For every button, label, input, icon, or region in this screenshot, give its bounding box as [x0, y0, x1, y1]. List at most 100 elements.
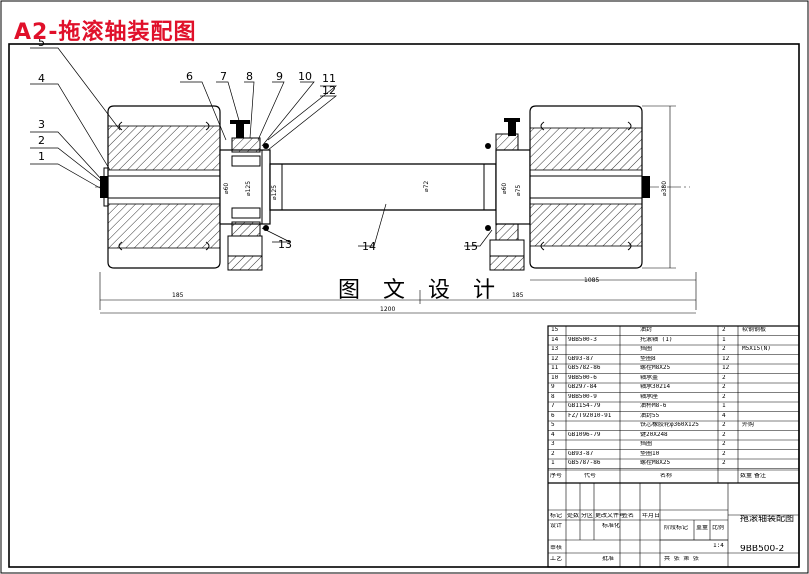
bom-code-cell: 9BB500-3: [568, 336, 597, 343]
bom-no-cell: 2: [551, 450, 555, 457]
right-bearing-housing: [485, 118, 531, 271]
tb-zone: 分区: [581, 513, 594, 519]
bom-no-cell: 5: [551, 422, 555, 428]
bom-name-cell: 键20X248: [640, 431, 668, 438]
bom-name-cell: 轴承盖: [640, 374, 659, 381]
tb-date: 年月日: [642, 513, 661, 519]
tb-change-doc: 更改文件号: [595, 513, 626, 519]
callout-3: 3: [38, 118, 45, 131]
callout-1: 1: [38, 150, 45, 163]
bom-qty-cell: 2: [722, 460, 726, 466]
design-caption: 图 文 设 计: [338, 278, 503, 303]
tb-scale: 1:4: [713, 543, 724, 549]
bom-no-cell: 12: [551, 355, 559, 362]
bom-qty-cell: 1: [722, 403, 726, 409]
dim-bore-left-b: ⌀125: [245, 181, 252, 196]
dim-right-height: ⌀380: [661, 181, 668, 196]
tb-drawing-name: 拖滚轴装配图: [740, 515, 795, 524]
bom-no-cell: 14: [551, 336, 559, 343]
callout-7: 7: [220, 70, 227, 83]
dim-overall-total: 1200: [380, 306, 395, 313]
callout-14: 14: [362, 240, 376, 253]
bom-name-cell: 轴承座: [640, 393, 659, 400]
bom-name-cell: 轴承30214: [640, 384, 671, 390]
tb-drawing-no: 9BB500-2: [740, 545, 785, 554]
bom-note-cell: 软钢钢板: [742, 327, 767, 333]
drawing-title: A2-拖滚轴装配图: [14, 20, 197, 45]
bom-header-note: 备注: [754, 473, 767, 479]
dim-shaft-d: ⌀72: [423, 181, 430, 192]
bom-code-cell: GB93-87: [568, 450, 594, 457]
bom-header-name: 名称: [660, 473, 673, 479]
bom-note-cell: M5X15(N): [742, 346, 771, 352]
tb-std: 标准化: [602, 523, 621, 529]
bom-name-cell: 油封55: [640, 412, 660, 419]
bom-name-cell: 托滚轴 (1): [640, 336, 673, 343]
callout-labels: 5 4 3 2 1 6 7 8 9 10 11 12 13 14 15: [38, 36, 478, 253]
callout-12: 12: [322, 84, 336, 97]
callout-11: 11: [322, 72, 336, 85]
bom-no-cell: 6: [551, 412, 555, 419]
callout-10: 10: [298, 70, 312, 83]
callout-15: 15: [464, 240, 478, 253]
tb-sign: 签名: [622, 513, 635, 519]
bom-name-cell: 挡圈: [640, 346, 653, 352]
bom-qty-cell: 2: [722, 374, 726, 381]
callout-5: 5: [38, 36, 45, 49]
bom-code-cell: FZ/T92010-91: [568, 412, 612, 419]
bom-name-cell: 螺栓M8X25: [640, 365, 671, 371]
bom-name-cell: 油封: [640, 327, 653, 333]
bom-code-cell: 9BB500-9: [568, 393, 597, 400]
bom-no-cell: 4: [551, 431, 555, 438]
bom-no-cell: 3: [551, 441, 555, 447]
bom-qty-cell: 12: [722, 355, 730, 362]
bom-code-cell: GB5787-86: [568, 460, 601, 466]
bom-no-cell: 10: [551, 374, 559, 381]
tb-count: 处数: [567, 513, 580, 519]
bom-no-cell: 7: [551, 403, 555, 409]
dimension-labels: ⌀72 ⌀60 ⌀125 ⌀125 ⌀60 ⌀75 ⌀380 1085 185 …: [172, 181, 668, 313]
tb-weight: 重量: [696, 525, 709, 531]
bom-qty-cell: 1: [722, 336, 726, 343]
bom-header-code: 代号: [584, 473, 597, 479]
bom-qty-cell: 2: [722, 393, 726, 400]
bom-no-cell: 15: [551, 327, 559, 333]
bom-code-cell: GB5782-86: [568, 365, 601, 371]
dim-bore-left-a: ⌀60: [223, 183, 230, 194]
callout-9: 9: [276, 70, 283, 83]
bom-code-cell: 9BB500-6: [568, 374, 597, 381]
tb-sheets: 共 张 第 张: [664, 556, 699, 562]
bom-qty-cell: 2: [722, 441, 726, 447]
dim-bore-right-a: ⌀60: [501, 183, 508, 194]
bom-name-cell: 垫圈10: [640, 450, 660, 457]
dimension-lines: [99, 105, 697, 314]
bom-no-cell: 11: [551, 365, 559, 371]
callout-4: 4: [38, 72, 45, 85]
callout-13: 13: [278, 238, 292, 251]
bom-code-cell: GB1154-79: [568, 403, 601, 409]
dim-overall-right: 185: [512, 292, 524, 299]
left-bearing-housing: [219, 120, 271, 271]
bom-header-no: 序号: [550, 473, 563, 479]
bom-name-cell: 挡圈: [640, 441, 653, 447]
bom-no-cell: 9: [551, 384, 555, 390]
bom-qty-cell: 2: [722, 450, 726, 457]
bom-name-cell: 螺栓M8X25: [640, 460, 671, 466]
shaft: [269, 163, 497, 211]
bom-code-cell: GB297-84: [568, 384, 597, 390]
bom-no-cell: 13: [551, 346, 559, 352]
bom-header-qty: 数量: [740, 473, 753, 479]
dim-right-seg: 1085: [584, 277, 599, 284]
tb-approve: 批准: [602, 556, 615, 562]
tb-review: 审核: [550, 545, 563, 551]
callout-8: 8: [246, 70, 253, 83]
bom-no-cell: 1: [551, 460, 555, 466]
bom-code-cell: GB1096-79: [568, 431, 601, 438]
bom-name-cell: 垫圈8: [640, 355, 656, 362]
bom-qty-cell: 4: [722, 412, 726, 419]
bom-name-cell: 油杯M8-6: [640, 403, 667, 409]
dim-shaft-mid: ⌀125: [271, 185, 278, 200]
bom-code-cell: GB93-87: [568, 355, 594, 362]
left-wheel: [100, 105, 221, 269]
